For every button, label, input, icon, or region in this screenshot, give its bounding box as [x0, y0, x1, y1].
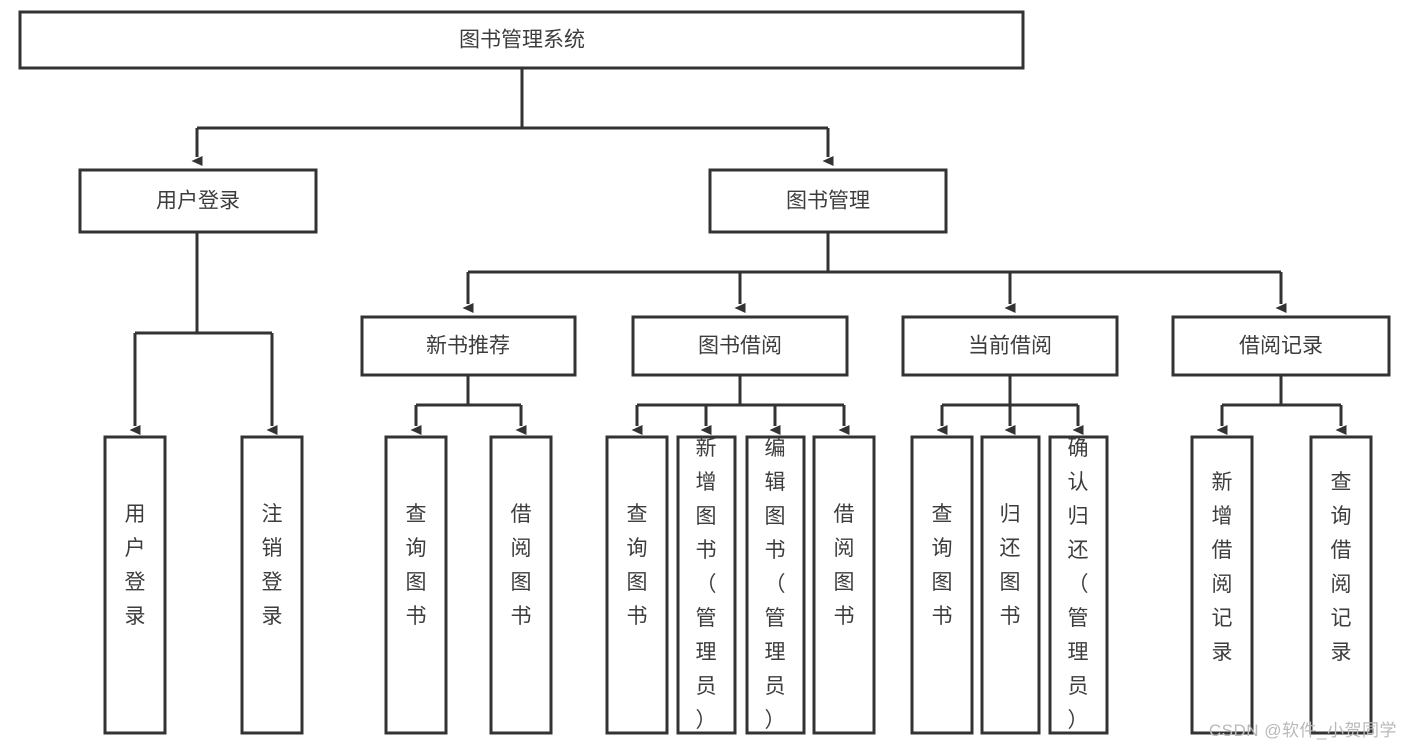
node-current-borrow-label: 当前借阅	[968, 335, 1052, 358]
node-root[interactable]: 图书管理系统	[18, 10, 1025, 70]
node-leaf-query-book-3[interactable]: 查询图书	[910, 435, 974, 735]
node-book-borrow[interactable]: 图书借阅	[631, 315, 849, 377]
edge-group	[129, 68, 1347, 435]
node-user-login[interactable]: 用户登录	[78, 168, 318, 234]
node-current-borrow[interactable]: 当前借阅	[901, 315, 1119, 377]
node-leaf-query-record[interactable]: 查询借阅记录	[1309, 435, 1373, 735]
node-borrow-record-label: 借阅记录	[1239, 335, 1323, 358]
node-leaf-return-book-label: 归还图书	[1000, 503, 1021, 628]
node-leaf-return-book[interactable]: 归还图书	[980, 435, 1041, 735]
node-leaf-borrow-book-2[interactable]: 借阅图书	[812, 435, 876, 735]
node-leaf-edit-book[interactable]: 编辑图书（管理员）	[745, 435, 806, 735]
node-leaf-add-book[interactable]: 新增图书（管理员）	[676, 435, 737, 735]
node-leaf-confirm-return-label: 确认归还（管理员）	[1068, 437, 1089, 732]
node-leaf-borrow-book-1[interactable]: 借阅图书	[489, 435, 553, 735]
node-user-login-label: 用户登录	[156, 190, 240, 213]
node-leaf-user-login[interactable]: 用户登录	[103, 435, 167, 735]
node-leaf-query-book-3-label: 查询图书	[932, 503, 953, 628]
node-leaf-user-logout-label: 注销登录	[262, 503, 283, 628]
node-leaf-add-book-label: 新增图书（管理员）	[696, 437, 717, 732]
node-book-manage[interactable]: 图书管理	[708, 168, 948, 234]
node-leaf-query-record-label: 查询借阅记录	[1331, 471, 1352, 664]
node-book-borrow-label: 图书借阅	[698, 335, 782, 358]
node-leaf-query-book-2-label: 查询图书	[627, 503, 648, 628]
node-new-book-recommend-label: 新书推荐	[426, 335, 510, 358]
node-leaf-edit-book-label: 编辑图书（管理员）	[765, 437, 786, 732]
node-borrow-record[interactable]: 借阅记录	[1171, 315, 1391, 377]
node-leaf-query-book-2[interactable]: 查询图书	[605, 435, 669, 735]
node-new-book-recommend[interactable]: 新书推荐	[360, 315, 577, 377]
node-leaf-add-record-label: 新增借阅记录	[1212, 471, 1233, 664]
node-leaf-borrow-book-2-label: 借阅图书	[834, 503, 855, 628]
node-leaf-borrow-book-1-label: 借阅图书	[511, 503, 532, 628]
node-leaf-query-book-1[interactable]: 查询图书	[384, 435, 448, 735]
node-leaf-user-logout[interactable]: 注销登录	[240, 435, 304, 735]
node-leaf-query-book-1-label: 查询图书	[406, 503, 427, 628]
node-root-label: 图书管理系统	[459, 29, 585, 52]
node-leaf-user-login-label: 用户登录	[125, 503, 146, 628]
node-book-manage-label: 图书管理	[786, 190, 870, 213]
node-leaf-confirm-return[interactable]: 确认归还（管理员）	[1048, 435, 1109, 735]
node-leaf-add-record[interactable]: 新增借阅记录	[1190, 435, 1254, 735]
